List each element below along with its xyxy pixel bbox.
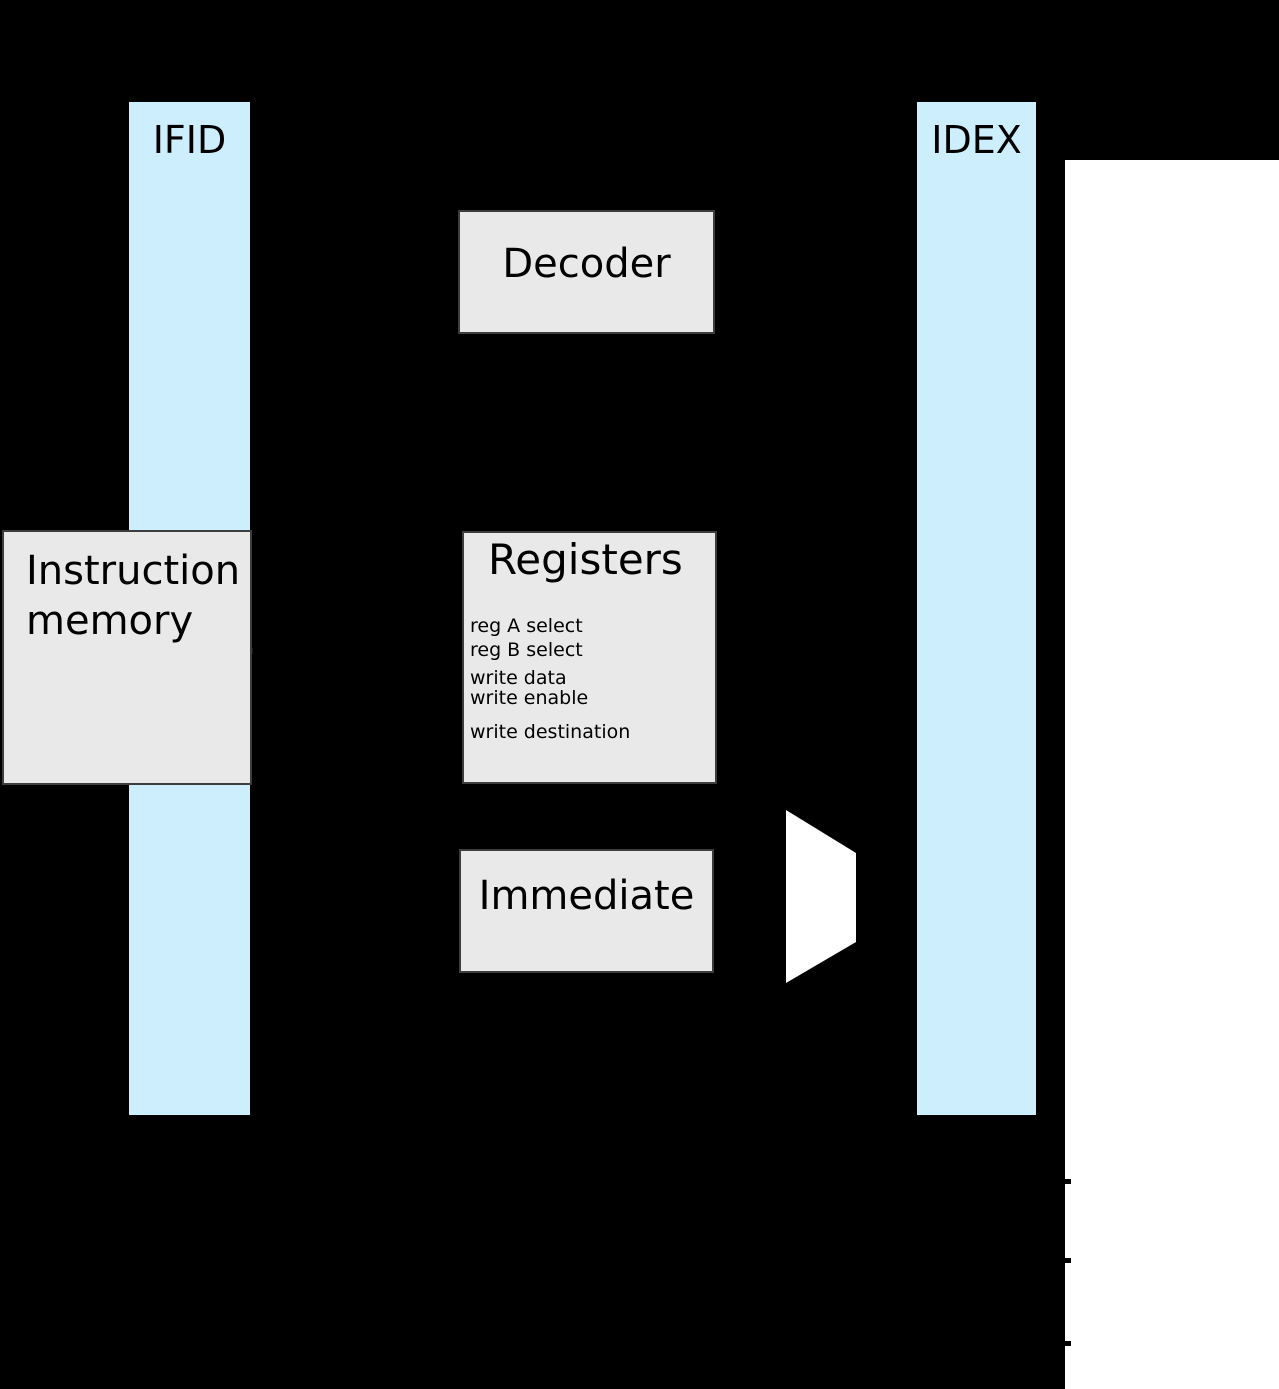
port-reg-a-select: reg A select bbox=[470, 615, 583, 637]
ifid-label: IFID bbox=[152, 118, 227, 162]
white-background-region bbox=[1065, 160, 1279, 1389]
wire-stub bbox=[1065, 1341, 1071, 1346]
wire-stub bbox=[1065, 1258, 1071, 1263]
registers-label: Registers bbox=[488, 535, 683, 584]
port-write-destination: write destination bbox=[470, 721, 631, 743]
wire-stub bbox=[1065, 1179, 1071, 1184]
registers-box: Registers reg A select reg B select writ… bbox=[462, 531, 717, 784]
port-reg-b-select: reg B select bbox=[470, 639, 583, 661]
port-write-data: write data bbox=[470, 667, 567, 689]
immediate-label: Immediate bbox=[478, 873, 695, 919]
idex-label: IDEX bbox=[931, 118, 1022, 162]
port-write-enable: write enable bbox=[470, 687, 589, 709]
mux-shape bbox=[786, 810, 856, 983]
decoder-label: Decoder bbox=[502, 241, 671, 287]
decoder-box: Decoder bbox=[458, 210, 715, 334]
immediate-box: Immediate bbox=[459, 849, 714, 973]
instruction-memory-label: Instruction memory bbox=[26, 548, 241, 644]
pipeline-register-idex: IDEX bbox=[915, 100, 1038, 1117]
instruction-memory-box: Instruction memory bbox=[2, 530, 252, 785]
